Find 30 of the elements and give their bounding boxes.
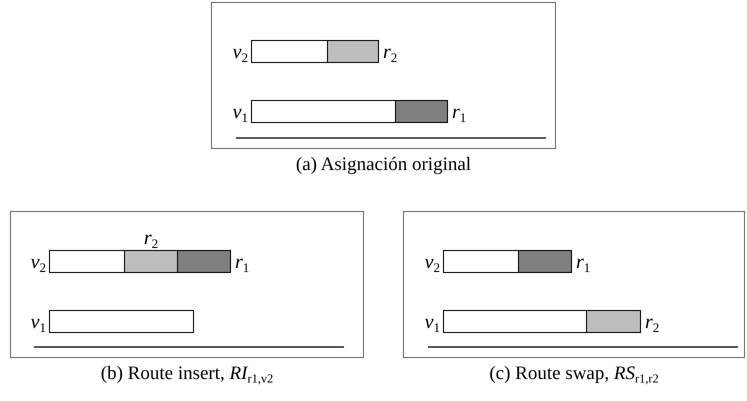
panel-caption: (b) Route insert, RI$_{r1,v2}$ bbox=[100, 363, 274, 385]
bar-segment bbox=[49, 310, 194, 333]
panel-caption: (c) Route swap, RS$_{r1,r2}$ bbox=[489, 363, 659, 385]
bar-label: v$_{1}$ bbox=[424, 310, 440, 332]
bar-segment bbox=[518, 250, 572, 273]
panel-frame bbox=[211, 2, 556, 149]
bar-label: v$_{1}$ bbox=[30, 310, 46, 332]
panel-frame bbox=[403, 211, 745, 358]
bar-label: v$_{2}$ bbox=[424, 250, 440, 272]
bar-segment bbox=[49, 250, 125, 273]
bar-segment bbox=[251, 40, 328, 63]
bar-label: v$_{1}$ bbox=[232, 100, 248, 122]
panel-frame bbox=[10, 211, 364, 358]
bar-label: r$_{2}$ bbox=[383, 40, 398, 62]
bar-segment bbox=[395, 100, 448, 123]
bar-segment bbox=[443, 250, 519, 273]
bar-label: v$_{2}$ bbox=[30, 250, 46, 272]
bar-segment bbox=[251, 100, 396, 123]
bar-segment bbox=[586, 310, 641, 333]
panel-caption: (a) Asignación original bbox=[296, 154, 472, 176]
bar-label: v$_{2}$ bbox=[232, 40, 248, 62]
bar-segment bbox=[443, 310, 587, 333]
bar-label: r$_{2}$ bbox=[144, 227, 158, 249]
bar-label: r$_{1}$ bbox=[235, 250, 250, 272]
bar-segment bbox=[327, 40, 379, 63]
bar-segment bbox=[124, 250, 178, 273]
bar-segment bbox=[177, 250, 231, 273]
bar-label: r$_{2}$ bbox=[645, 310, 660, 332]
bar-label: r$_{1}$ bbox=[452, 100, 466, 122]
bar-label: r$_{1}$ bbox=[576, 250, 590, 272]
